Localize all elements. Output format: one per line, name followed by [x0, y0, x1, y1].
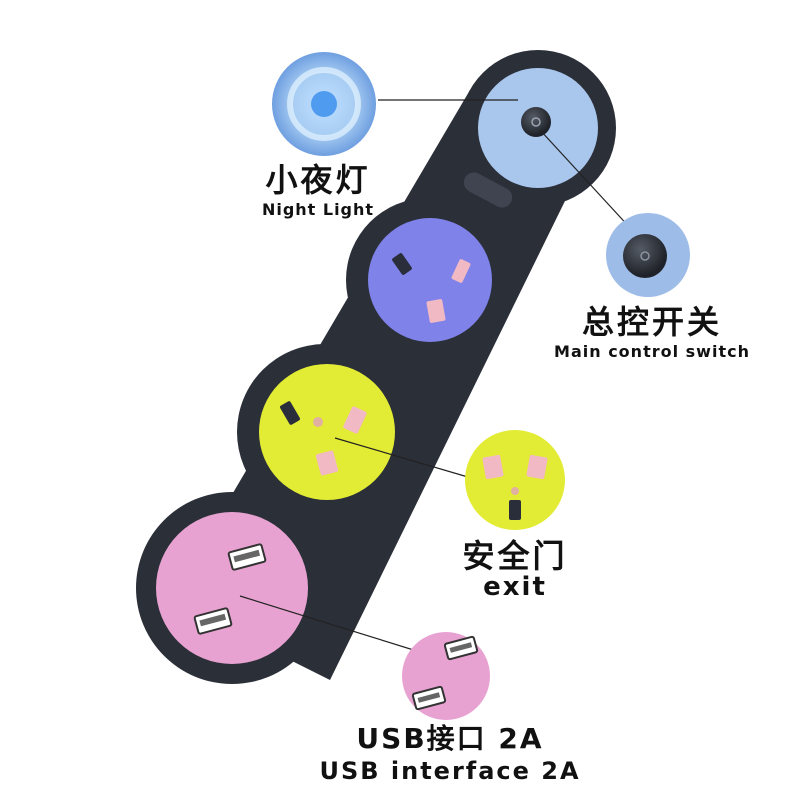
safety-door-detail: [465, 430, 565, 530]
main-switch-label-zh: 总控开关: [581, 303, 722, 341]
night-light-detail-center: [311, 91, 337, 117]
slot-bottom: [426, 299, 446, 323]
main-switch-detail-dot: [640, 251, 650, 261]
safety-hole: [313, 417, 323, 427]
usb-label-zh: USB接口 2A: [356, 722, 544, 755]
main-switch-button[interactable]: [521, 107, 551, 137]
safety-door-label: 安全门 exit: [440, 540, 590, 600]
usb-label-en: USB interface 2A: [319, 757, 581, 785]
usb-detail-port-top-inner: [449, 642, 473, 653]
slot-right: [343, 406, 367, 434]
purple-socket-face: [368, 218, 492, 342]
main-switch-label: 总控开关 Main control switch: [552, 306, 752, 360]
purple-socket-slots[interactable]: [391, 252, 471, 323]
usb-detail: [402, 632, 490, 720]
callout-lines: [239, 99, 633, 653]
usb-detail-port-bottom-inner: [417, 692, 441, 703]
usb-port-bottom-inner: [199, 613, 227, 627]
night-light-label-en: Night Light: [261, 200, 375, 219]
detail-slot-right: [526, 454, 548, 480]
main-switch-indicator: [531, 117, 541, 127]
main-switch-label-en: Main control switch: [554, 342, 750, 361]
usb-face: [156, 512, 308, 664]
slot-right: [451, 259, 471, 283]
slot-left: [280, 401, 300, 425]
safety-door-label-en: exit: [483, 572, 547, 602]
usb-label: USB接口 2A USB interface 2A: [300, 722, 600, 785]
callout-main-switch: [539, 129, 633, 231]
body-slot: [463, 172, 513, 208]
yellow-socket-face: [259, 364, 395, 500]
callout-usb: [239, 595, 421, 653]
night-light-detail: [272, 52, 376, 156]
night-light-label: 小夜灯 Night Light: [248, 164, 388, 218]
usb-ports[interactable]: [193, 543, 267, 635]
usb-port-top-inner: [233, 549, 261, 563]
callout-safety: [334, 437, 486, 483]
slot-bottom: [315, 450, 339, 476]
main-switch-detail-button: [623, 234, 667, 278]
safety-door-detail-circle: [465, 430, 565, 530]
main-switch-detail: [606, 213, 690, 297]
yellow-socket-slots[interactable]: [279, 400, 367, 476]
detail-safety-hole: [511, 487, 519, 495]
detail-slot-left: [482, 454, 504, 480]
detail-slot-ground: [509, 500, 521, 520]
night-light-detail-ring: [287, 67, 361, 141]
night-light-label-zh: 小夜灯: [265, 161, 371, 199]
slot-left: [392, 253, 412, 275]
safety-door-label-zh: 安全门: [462, 537, 568, 575]
